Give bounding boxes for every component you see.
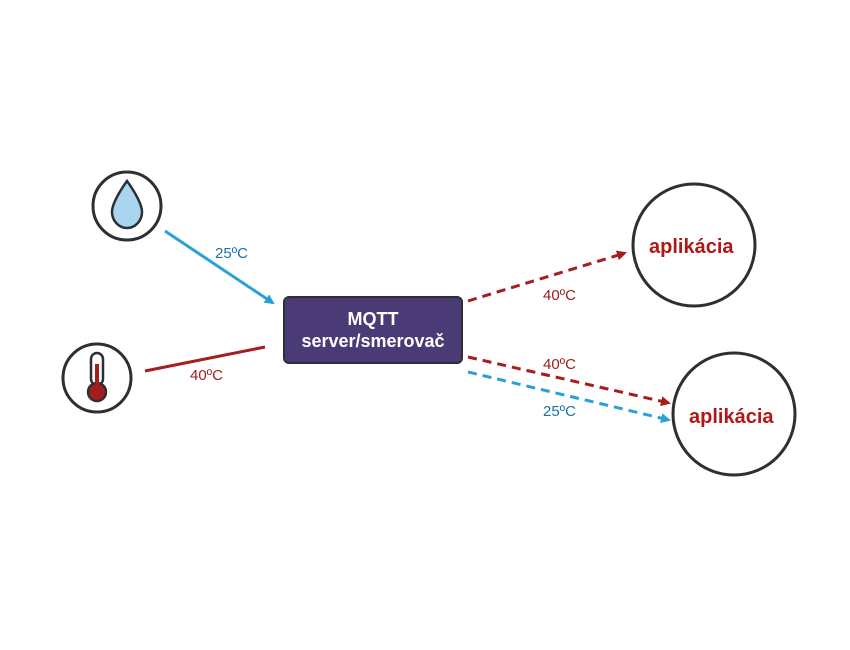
- publish-value-hot: 40ºC: [190, 367, 223, 384]
- app2-received-value-hot: 40ºC: [543, 356, 576, 373]
- app-node-1: [631, 182, 757, 308]
- publish-arrow-cold: [164, 229, 275, 305]
- mqtt-broker-box: MQTT server/smerovač: [283, 296, 463, 364]
- app-node-2: [671, 351, 797, 477]
- broker-subtitle: server/smerovač: [301, 331, 445, 351]
- publish-value-cold: 25ºC: [215, 245, 248, 262]
- broker-title: MQTT: [347, 309, 399, 329]
- app2-received-value-cold: 25ºC: [543, 403, 576, 420]
- deliver-arrow-cold-app2: [467, 370, 671, 424]
- app1-received-value: 40ºC: [543, 287, 576, 304]
- app-label-2: aplikácia: [689, 406, 774, 428]
- app-label-1: aplikácia: [649, 236, 734, 258]
- water-drop-icon: [91, 170, 163, 242]
- deliver-arrow-hot-app2: [467, 355, 671, 407]
- deliver-arrow-hot-app1: [467, 250, 627, 303]
- publish-arrow-hot: [144, 345, 266, 373]
- thermometer-icon: [61, 342, 133, 414]
